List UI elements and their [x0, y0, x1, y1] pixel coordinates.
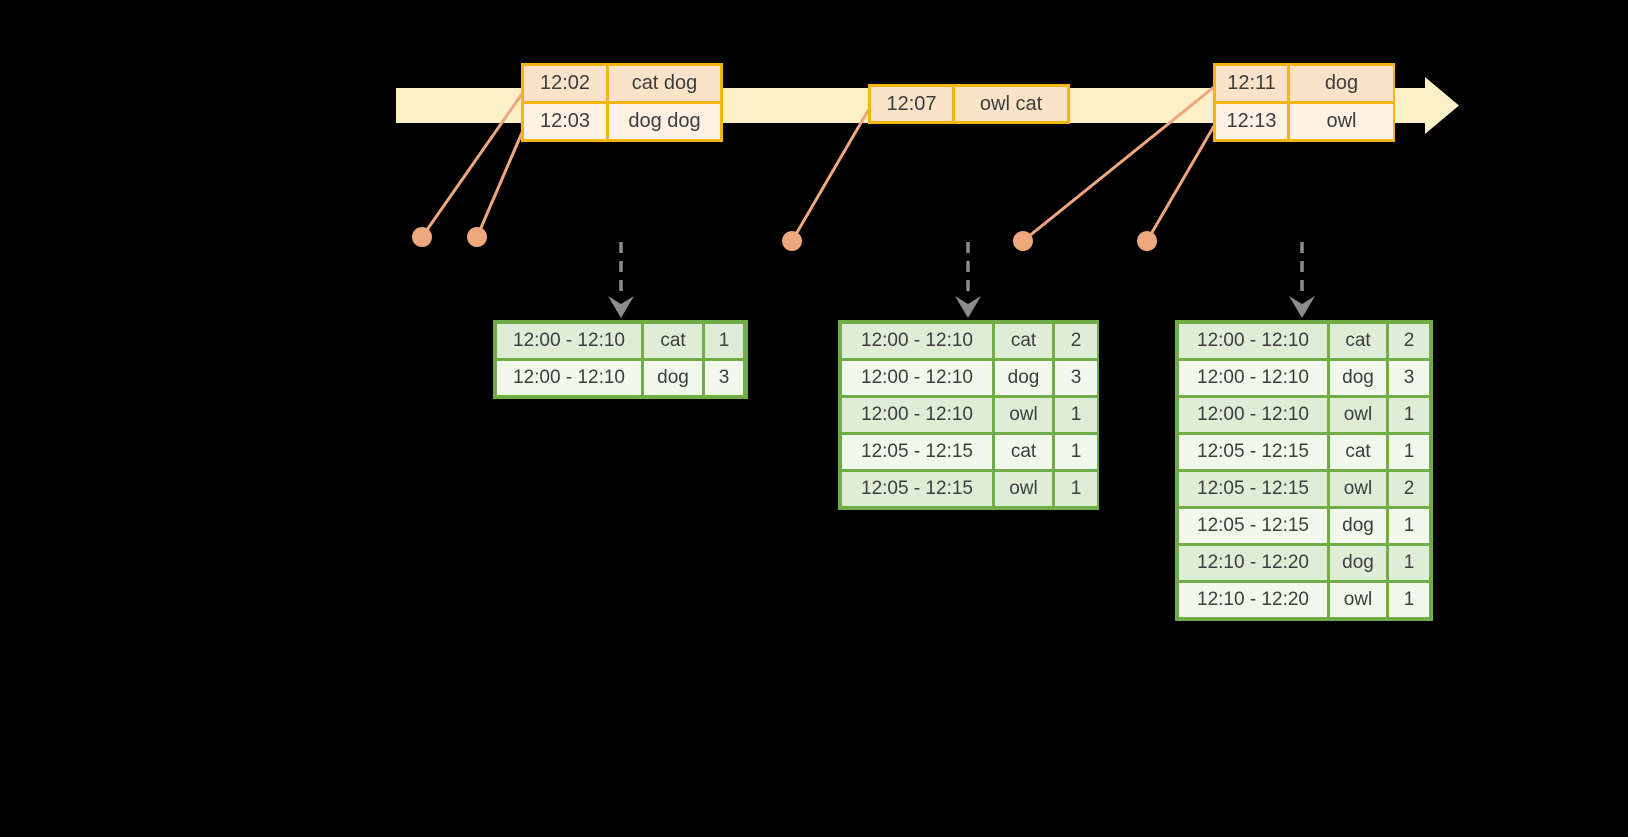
word-cell: cat — [644, 324, 702, 358]
trigger-arrow-icon — [608, 242, 634, 318]
window-cell: 12:00 - 12:10 — [842, 324, 992, 358]
count-cell: 1 — [1389, 546, 1429, 580]
event-connector-line — [475, 127, 526, 238]
window-cell: 12:00 - 12:10 — [842, 361, 992, 395]
event-table-2: 12:07 owl cat — [868, 84, 1070, 124]
count-cell: 1 — [1055, 472, 1097, 506]
window-cell: 12:10 - 12:20 — [1179, 583, 1327, 617]
count-cell: 1 — [1389, 435, 1429, 469]
word-cell: cat — [995, 324, 1052, 358]
event-words-cell: dog dog — [609, 104, 720, 139]
word-cell: cat — [995, 435, 1052, 469]
word-cell: dog — [1330, 361, 1386, 395]
result-table-2: 12:00 - 12:10 cat 2 12:00 - 12:10 dog 3 … — [838, 320, 1099, 510]
count-cell: 2 — [1389, 472, 1429, 506]
window-cell: 12:05 - 12:15 — [842, 472, 992, 506]
word-cell: owl — [995, 472, 1052, 506]
event-row: 12:02 cat dog — [524, 66, 720, 101]
event-time-cell: 12:13 — [1216, 104, 1287, 139]
word-cell: cat — [1330, 435, 1386, 469]
event-words-cell: dog — [1290, 66, 1393, 101]
count-cell: 3 — [705, 361, 743, 395]
window-cell: 12:00 - 12:10 — [1179, 324, 1327, 358]
event-connector-line — [420, 90, 526, 238]
result-row: 12:05 - 12:15 owl 1 — [842, 472, 1097, 506]
event-marker-dot-icon — [1137, 231, 1157, 251]
count-cell: 1 — [1055, 435, 1097, 469]
result-row: 12:00 - 12:10 cat 1 — [497, 324, 744, 358]
result-row: 12:05 - 12:15 cat 1 — [842, 435, 1097, 469]
result-table-3: 12:00 - 12:10 cat 2 12:00 - 12:10 dog 3 … — [1175, 320, 1433, 621]
event-time-cell: 12:11 — [1216, 66, 1287, 101]
word-cell: dog — [995, 361, 1052, 395]
event-words-cell: cat dog — [609, 66, 720, 101]
count-cell: 1 — [1389, 583, 1429, 617]
result-table-1: 12:00 - 12:10 cat 1 12:00 - 12:10 dog 3 — [493, 320, 748, 399]
result-row: 12:00 - 12:10 cat 2 — [1179, 324, 1429, 358]
timeline-arrow-head-icon — [1425, 77, 1459, 134]
count-cell: 3 — [1389, 361, 1429, 395]
event-row: 12:07 owl cat — [871, 87, 1067, 121]
trigger-arrow-icon — [1289, 242, 1315, 318]
word-cell: owl — [1330, 583, 1386, 617]
event-table-3: 12:11 dog 12:13 owl — [1213, 63, 1395, 142]
event-row: 12:03 dog dog — [524, 104, 720, 139]
event-marker-dot-icon — [412, 227, 432, 247]
event-marker-dot-icon — [782, 231, 802, 251]
window-cell: 12:00 - 12:10 — [1179, 398, 1327, 432]
result-row: 12:05 - 12:15 dog 1 — [1179, 509, 1429, 543]
word-cell: owl — [995, 398, 1052, 432]
word-cell: dog — [644, 361, 702, 395]
count-cell: 1 — [1055, 398, 1097, 432]
window-cell: 12:00 - 12:10 — [1179, 361, 1327, 395]
window-cell: 12:05 - 12:15 — [1179, 509, 1327, 543]
result-row: 12:00 - 12:10 owl 1 — [1179, 398, 1429, 432]
window-cell: 12:10 - 12:20 — [1179, 546, 1327, 580]
event-table-1: 12:02 cat dog 12:03 dog dog — [521, 63, 723, 142]
count-cell: 1 — [705, 324, 743, 358]
event-row: 12:11 dog — [1216, 66, 1393, 101]
word-cell: dog — [1330, 509, 1386, 543]
word-cell: cat — [1330, 324, 1386, 358]
trigger-arrow-icon — [955, 242, 981, 318]
count-cell: 2 — [1055, 324, 1097, 358]
window-cell: 12:05 - 12:15 — [1179, 472, 1327, 506]
event-words-cell: owl cat — [955, 87, 1067, 121]
result-row: 12:00 - 12:10 dog 3 — [1179, 361, 1429, 395]
count-cell: 2 — [1389, 324, 1429, 358]
count-cell: 1 — [1389, 509, 1429, 543]
result-row: 12:10 - 12:20 owl 1 — [1179, 583, 1429, 617]
result-row: 12:05 - 12:15 cat 1 — [1179, 435, 1429, 469]
result-row: 12:00 - 12:10 dog 3 — [497, 361, 744, 395]
result-row: 12:05 - 12:15 owl 2 — [1179, 472, 1429, 506]
window-cell: 12:05 - 12:15 — [842, 435, 992, 469]
event-row: 12:13 owl — [1216, 104, 1393, 139]
event-time-cell: 12:07 — [871, 87, 952, 121]
event-marker-dot-icon — [467, 227, 487, 247]
result-row: 12:10 - 12:20 dog 1 — [1179, 546, 1429, 580]
event-time-cell: 12:03 — [524, 104, 606, 139]
event-connector-line — [790, 108, 871, 242]
word-cell: dog — [1330, 546, 1386, 580]
result-row: 12:00 - 12:10 cat 2 — [842, 324, 1097, 358]
window-cell: 12:00 - 12:10 — [497, 361, 641, 395]
word-cell: owl — [1330, 398, 1386, 432]
event-connector-line — [1145, 125, 1216, 242]
event-time-cell: 12:02 — [524, 66, 606, 101]
count-cell: 1 — [1389, 398, 1429, 432]
result-row: 12:00 - 12:10 owl 1 — [842, 398, 1097, 432]
window-cell: 12:05 - 12:15 — [1179, 435, 1327, 469]
event-marker-dot-icon — [1013, 231, 1033, 251]
window-cell: 12:00 - 12:10 — [842, 398, 992, 432]
word-cell: owl — [1330, 472, 1386, 506]
window-cell: 12:00 - 12:10 — [497, 324, 641, 358]
event-words-cell: owl — [1290, 104, 1393, 139]
result-row: 12:00 - 12:10 dog 3 — [842, 361, 1097, 395]
count-cell: 3 — [1055, 361, 1097, 395]
